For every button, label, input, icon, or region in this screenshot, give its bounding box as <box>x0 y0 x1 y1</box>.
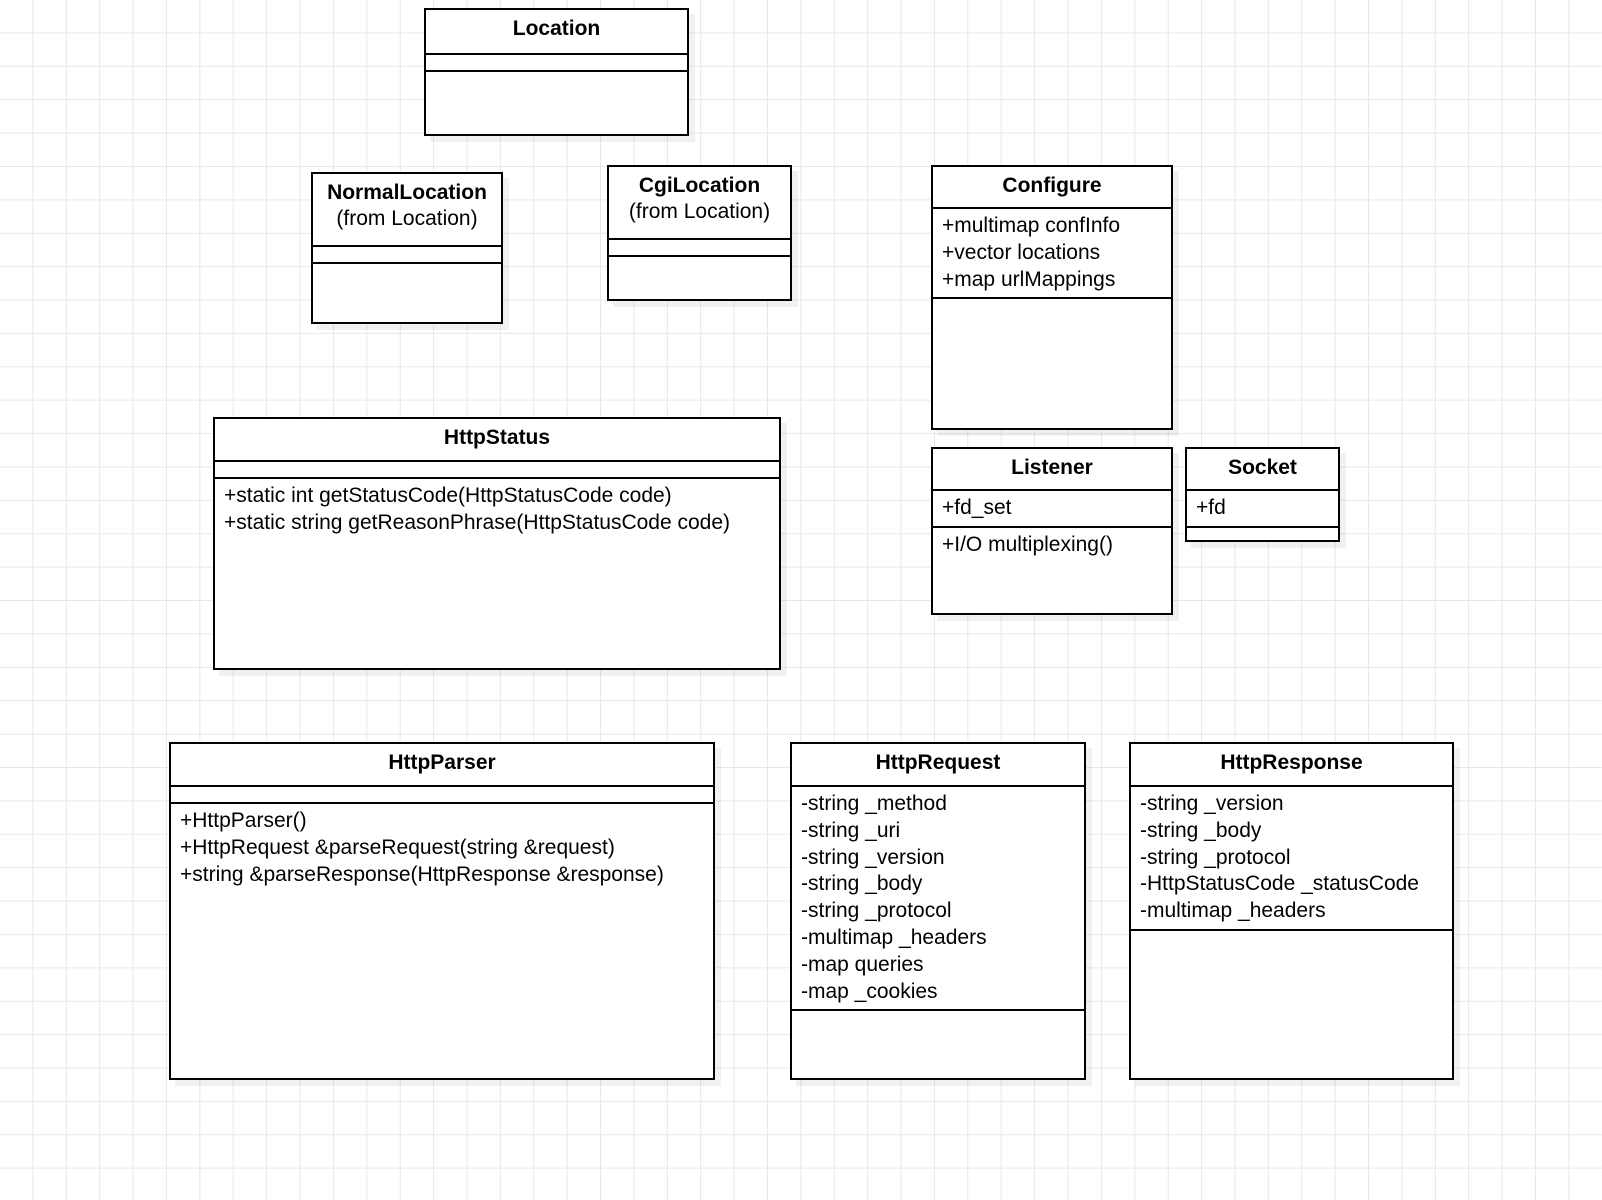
class-header-normallocation: NormalLocation (from Location) <box>313 174 501 247</box>
attribute-item: +multimap confInfo <box>942 214 1121 237</box>
operation-item: +HttpRequest &parseRequest(string &reque… <box>180 835 615 859</box>
attribute-item: -map _cookies <box>801 979 938 1003</box>
class-title-socket: Socket <box>1228 456 1297 479</box>
operations-compartment-socket <box>1187 528 1338 540</box>
uml-class-httpparser[interactable]: HttpParser +HttpParser() +HttpRequest &p… <box>169 742 715 1080</box>
operation-item: +I/O multiplexing() <box>942 532 1113 556</box>
uml-class-configure[interactable]: Configure +multimap confInfo +vector loc… <box>931 165 1173 430</box>
uml-class-httpstatus[interactable]: HttpStatus +static int getStatusCode(Htt… <box>213 417 781 670</box>
uml-class-cgilocation[interactable]: CgiLocation (from Location) <box>607 165 792 301</box>
class-title-normallocation: NormalLocation <box>327 181 487 204</box>
uml-class-httprequest[interactable]: HttpRequest -string _method -string _uri… <box>790 742 1086 1080</box>
class-stereotype-cgilocation: (from Location) <box>628 200 771 223</box>
attributes-compartment-httpparser <box>171 787 713 804</box>
uml-class-listener[interactable]: Listener +fd_set +I/O multiplexing() <box>931 447 1173 615</box>
attribute-item: -string _uri <box>801 818 901 842</box>
uml-class-httpresponse[interactable]: HttpResponse -string _version -string _b… <box>1129 742 1454 1080</box>
attribute-item: -HttpStatusCode _statusCode <box>1140 872 1419 896</box>
class-title-cgilocation: CgiLocation <box>638 174 761 197</box>
class-header-configure: Configure <box>933 167 1171 209</box>
attributes-compartment-cgilocation <box>609 240 790 257</box>
attribute-item: -string _protocol <box>801 899 952 923</box>
operations-compartment-location <box>426 72 687 134</box>
class-title-httpparser: HttpParser <box>388 751 496 774</box>
attribute-item: -string _body <box>801 872 923 896</box>
class-header-httpresponse: HttpResponse <box>1131 744 1452 787</box>
attributes-compartment-configure: +multimap confInfo +vector locations +ma… <box>933 209 1171 300</box>
operations-compartment-listener: +I/O multiplexing() <box>933 528 1171 613</box>
class-header-httpstatus: HttpStatus <box>215 419 779 462</box>
class-title-httpstatus: HttpStatus <box>443 426 551 449</box>
operations-compartment-httpstatus: +static int getStatusCode(HttpStatusCode… <box>215 479 779 668</box>
class-title-httpresponse: HttpResponse <box>1220 751 1363 774</box>
class-header-httpparser: HttpParser <box>171 744 713 787</box>
operations-compartment-httpparser: +HttpParser() +HttpRequest &parseRequest… <box>171 804 713 1078</box>
operation-item: +string &parseResponse(HttpResponse &res… <box>180 862 664 886</box>
class-header-cgilocation: CgiLocation (from Location) <box>609 167 790 240</box>
attribute-item: -string _method <box>801 792 947 815</box>
class-title-listener: Listener <box>1011 456 1093 479</box>
operations-compartment-httpresponse <box>1131 931 1452 1078</box>
uml-class-location[interactable]: Location <box>424 8 689 136</box>
uml-class-socket[interactable]: Socket +fd <box>1185 447 1340 542</box>
class-title-configure: Configure <box>1002 174 1102 197</box>
class-stereotype-normallocation: (from Location) <box>336 207 478 230</box>
attribute-item: -string _protocol <box>1140 845 1291 869</box>
operation-item: +static int getStatusCode(HttpStatusCode… <box>224 484 672 507</box>
class-header-httprequest: HttpRequest <box>792 744 1084 787</box>
attributes-compartment-httpresponse: -string _version -string _body -string _… <box>1131 787 1452 931</box>
attributes-compartment-socket: +fd <box>1187 491 1338 528</box>
attribute-item: +vector locations <box>942 240 1101 264</box>
operations-compartment-cgilocation <box>609 257 790 299</box>
class-title-httprequest: HttpRequest <box>875 751 1001 774</box>
operation-item: +HttpParser() <box>180 809 307 832</box>
attribute-item: -string _version <box>801 845 945 869</box>
operations-compartment-configure <box>933 299 1171 428</box>
uml-class-normallocation[interactable]: NormalLocation (from Location) <box>311 172 503 324</box>
attribute-item: -string _version <box>1140 792 1284 815</box>
operation-item: +static string getReasonPhrase(HttpStatu… <box>224 510 731 534</box>
attributes-compartment-httpstatus <box>215 462 779 479</box>
operations-compartment-normallocation <box>313 264 501 322</box>
attributes-compartment-httprequest: -string _method -string _uri -string _ve… <box>792 787 1084 1012</box>
attribute-item: -string _body <box>1140 818 1262 842</box>
attribute-item: -map queries <box>801 952 924 976</box>
class-title-location: Location <box>512 17 601 40</box>
attributes-compartment-listener: +fd_set <box>933 491 1171 528</box>
attribute-item: +fd <box>1196 496 1226 519</box>
class-header-location: Location <box>426 10 687 55</box>
attributes-compartment-location <box>426 55 687 72</box>
attribute-item: -multimap _headers <box>1140 899 1326 923</box>
attribute-item: -multimap _headers <box>801 925 987 949</box>
class-header-socket: Socket <box>1187 449 1338 491</box>
class-header-listener: Listener <box>933 449 1171 491</box>
attribute-item: +fd_set <box>942 496 1012 519</box>
operations-compartment-httprequest <box>792 1011 1084 1078</box>
attribute-item: +map urlMappings <box>942 267 1116 291</box>
attributes-compartment-normallocation <box>313 247 501 264</box>
